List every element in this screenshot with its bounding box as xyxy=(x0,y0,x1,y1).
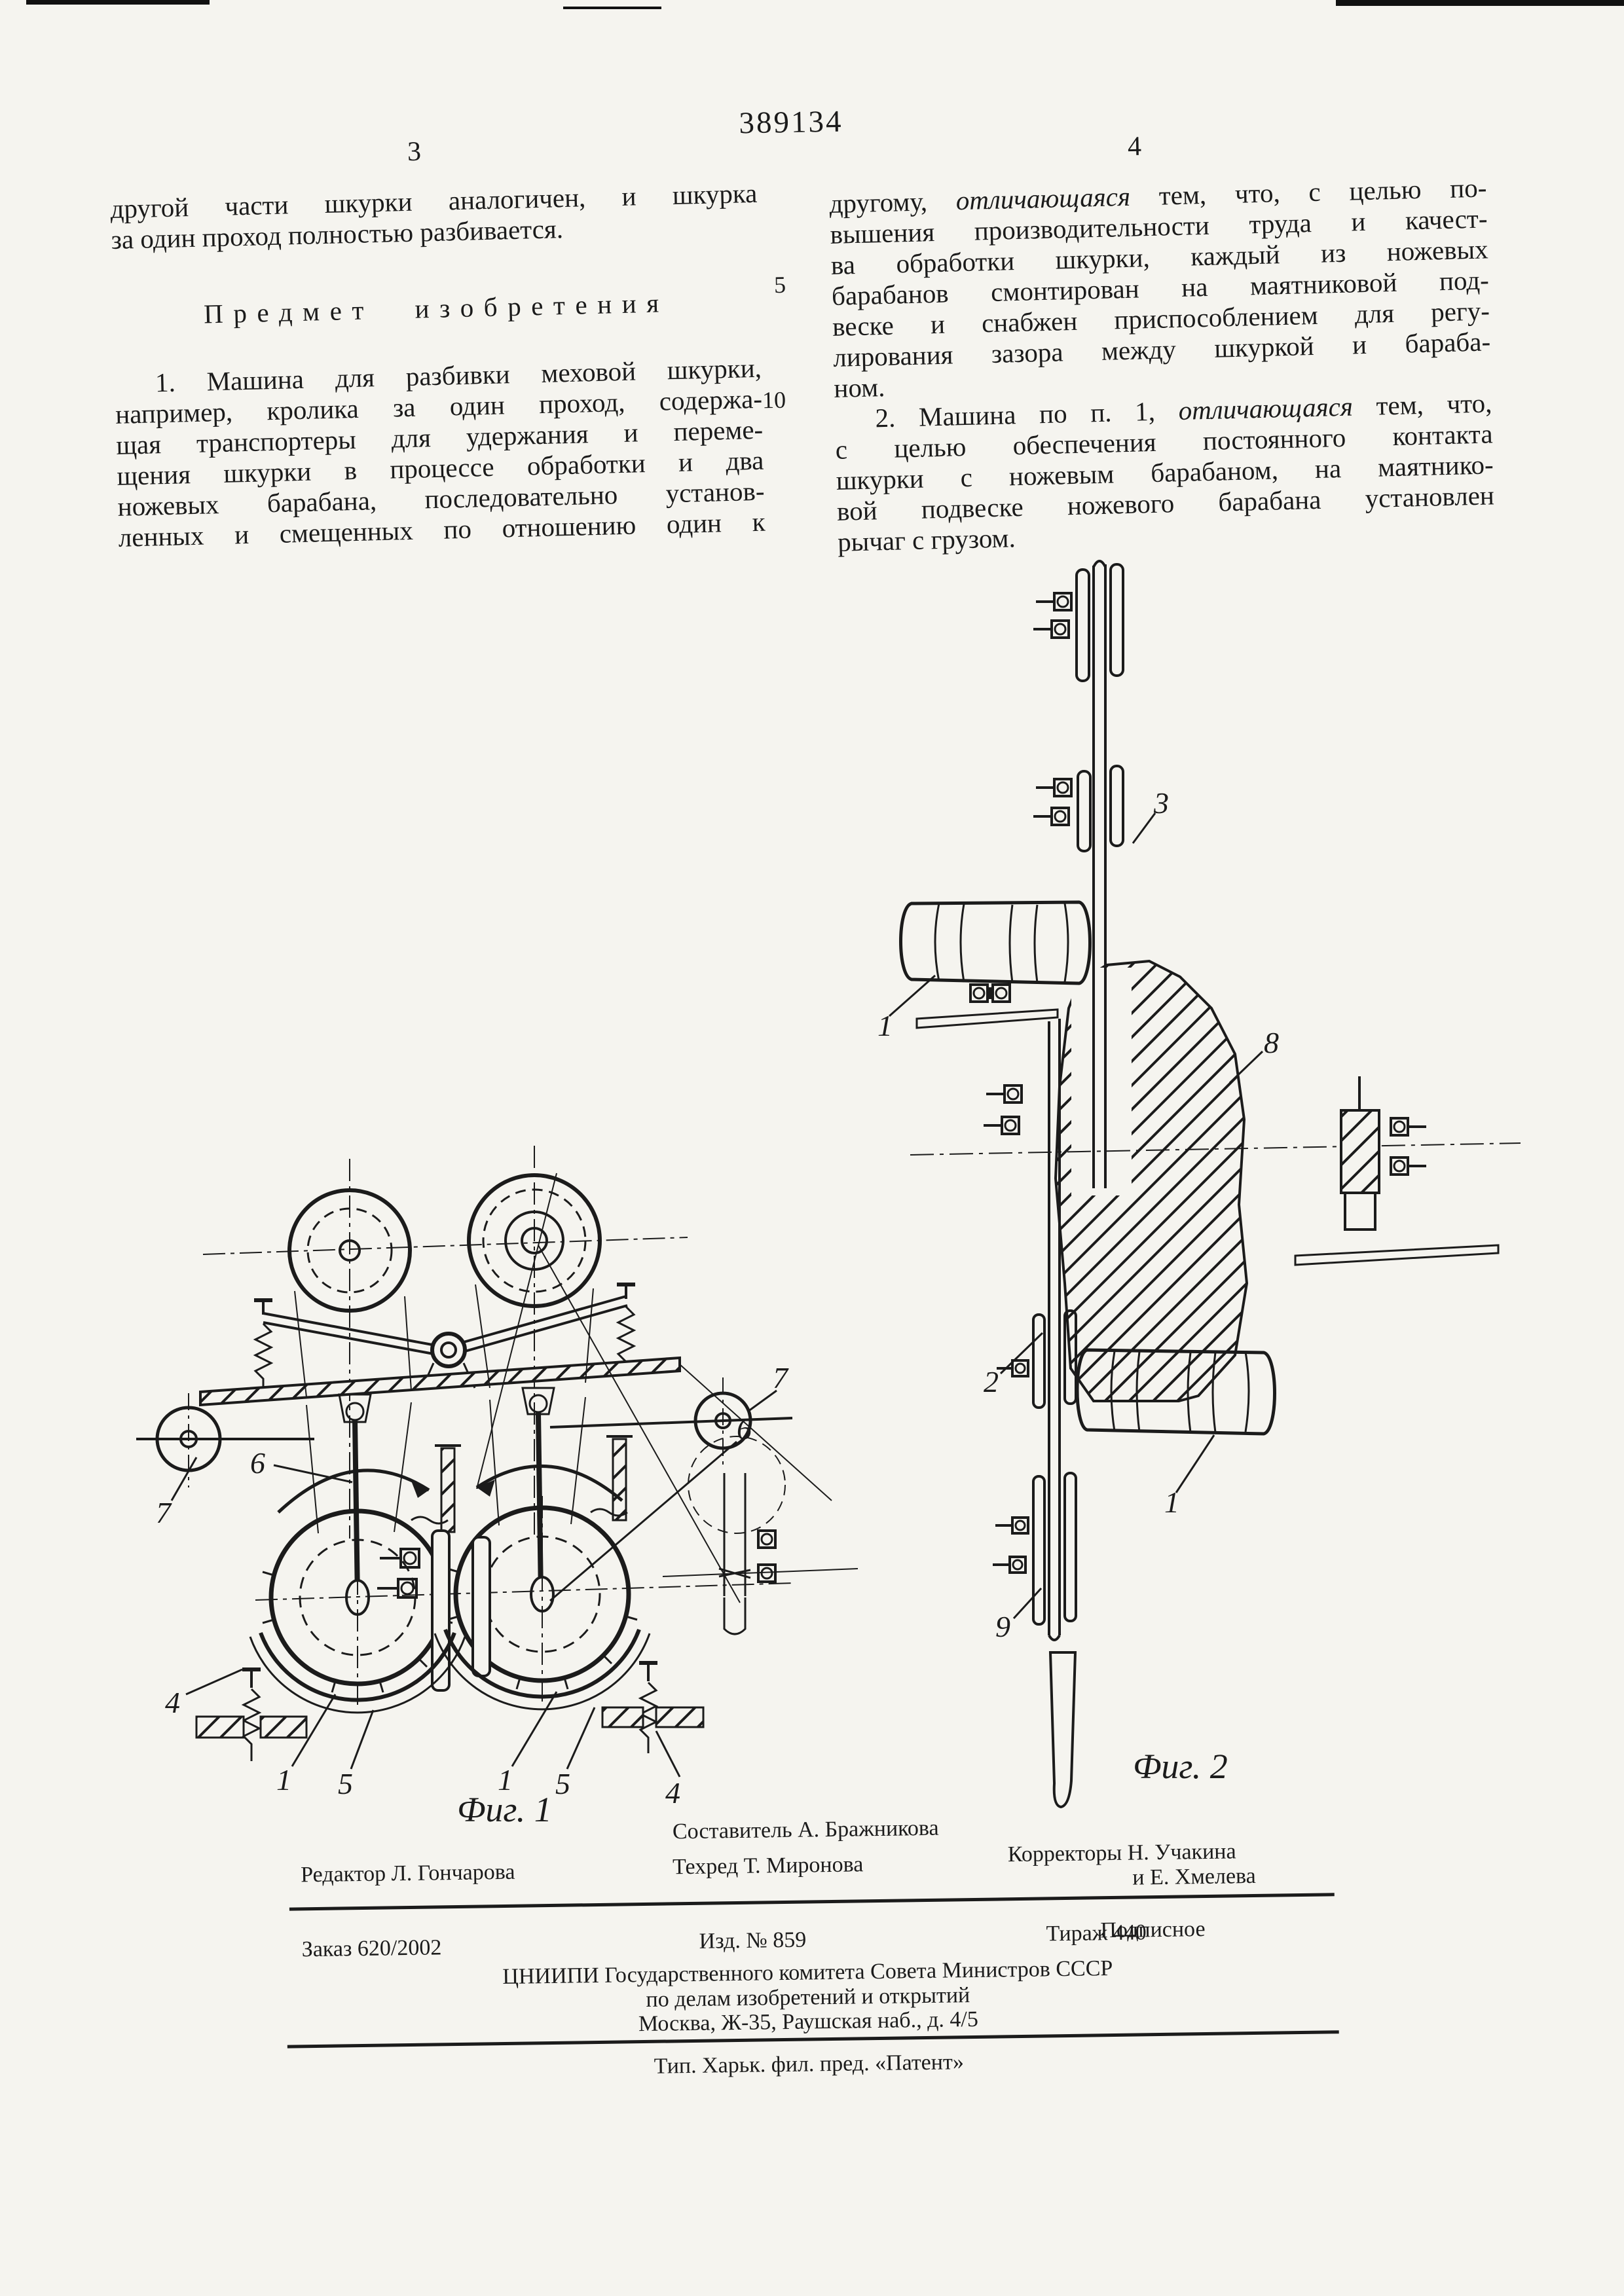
left-text-column: другой части шкурки аналогичен, и шкурка… xyxy=(110,178,766,553)
figure2-caption: Фиг. 2 xyxy=(1133,1747,1228,1786)
blade xyxy=(1048,1651,1077,1809)
lower-drum xyxy=(1075,1348,1276,1436)
scan-artifact xyxy=(1336,0,1624,6)
scan-artifact xyxy=(26,0,210,5)
fig1-label-guard-left: 5 xyxy=(338,1767,353,1800)
fig2-label-lower-drum: 1 xyxy=(1164,1485,1179,1519)
margin-line-number-5: 5 xyxy=(773,271,786,299)
imprint-footer: Составитель А. Бражникова Редактор Л. Го… xyxy=(268,1805,1346,2095)
table-bar xyxy=(199,1356,681,1407)
printing-house-line: Тип. Харьк. фил. пред. «Патент» xyxy=(654,2050,965,2079)
fig2-label-belt2: 2 xyxy=(984,1365,999,1398)
figure2-drawing: 3 1 8 2 1 9 Фиг. 2 xyxy=(877,560,1521,1809)
fig1-label-drum-right: 1 xyxy=(498,1763,513,1796)
subscription-note: Подписное xyxy=(1100,1917,1206,1943)
correctors-credit: Корректоры Н. Учакина xyxy=(1007,1839,1236,1867)
correctors-credit2: и Е. Хмелева xyxy=(1132,1863,1256,1890)
fig1-label-guard-right: 5 xyxy=(555,1767,570,1800)
fig2-label-blade: 9 xyxy=(995,1610,1010,1643)
fig2-label-pendulum-body: 8 xyxy=(1264,1026,1279,1059)
right-pulley xyxy=(1340,1109,1380,1194)
margin-line-number-10: 10 xyxy=(762,386,786,414)
fig1-label-wheel-left: 7 xyxy=(156,1496,172,1529)
fig2-label-belt-clamp: 3 xyxy=(1153,786,1169,820)
patent-number: 389134 xyxy=(739,104,843,141)
fig1-label-rod-left: 6 xyxy=(250,1446,265,1480)
pendulum-rod-right xyxy=(536,1412,544,1595)
editor-credit: Редактор Л. Гончарова xyxy=(300,1859,515,1887)
fig1-label-wheel-right: 7 xyxy=(773,1361,789,1394)
edition-number: Изд. № 859 xyxy=(699,1927,807,1954)
guard-right xyxy=(443,1628,641,1699)
upper-drum xyxy=(899,900,1092,985)
figure1-drawing: 6 6 7 7 4 4 1 5 1 5 Фиг. 1 xyxy=(136,1146,858,1829)
scan-artifact xyxy=(563,7,661,9)
pivot-ring xyxy=(430,1332,467,1368)
column-number-right: 4 xyxy=(1127,131,1142,162)
right-text-column: другому, отличающаяся тем, что, с целью … xyxy=(829,172,1495,557)
fig1-label-support-right: 4 xyxy=(665,1776,680,1810)
tech-editor-credit: Техред Т. Миронова xyxy=(672,1852,864,1880)
fig1-label-rod-right: 6 xyxy=(737,1412,752,1446)
guard-left xyxy=(259,1631,456,1702)
fig1-label-drum-left: 1 xyxy=(276,1763,291,1796)
column-number-left: 3 xyxy=(407,136,422,168)
footer-rule-top xyxy=(289,1893,1335,1911)
fig2-label-upper-drum: 1 xyxy=(877,1009,893,1042)
figure1-caption: Фиг. 1 xyxy=(457,1790,552,1829)
order-number: Заказ 620/2002 xyxy=(301,1935,442,1962)
fig1-label-support-left: 4 xyxy=(165,1686,180,1719)
